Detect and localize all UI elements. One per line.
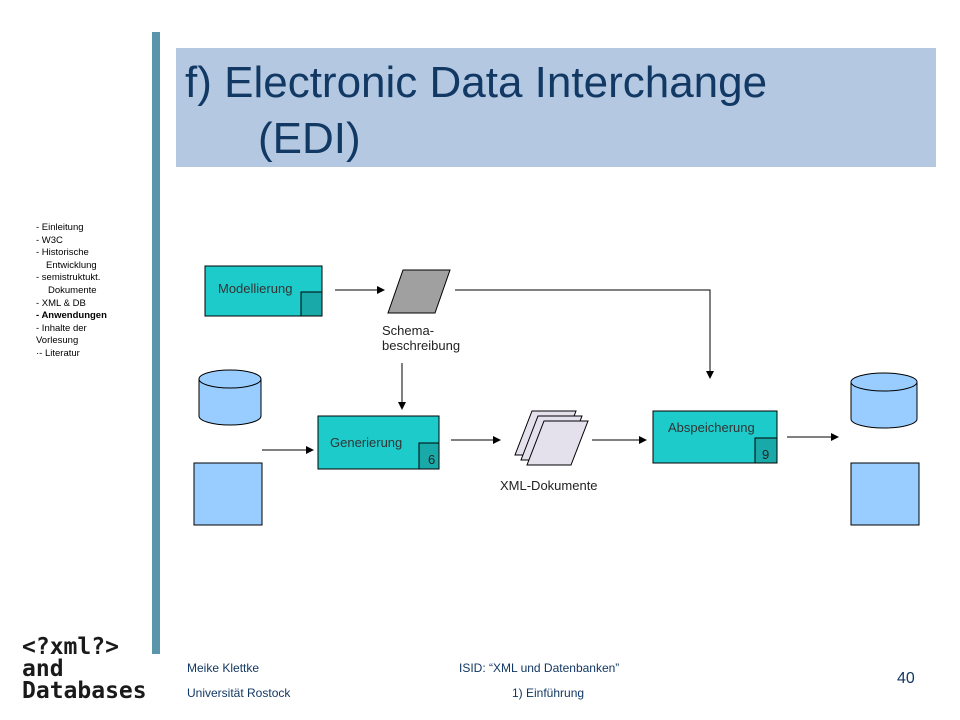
page-number: 40 [897, 670, 915, 687]
schema-label-line1: Schema- [382, 323, 434, 338]
slide-title-continued: (EDI) [258, 114, 361, 163]
generierung-box: Generierung 6 [317, 415, 440, 470]
outline-item: ·- Literatur [36, 347, 80, 359]
abspeicherung-label: Abspeicherung [668, 420, 755, 435]
source-database-icon [198, 369, 262, 426]
outline-item: - Anwendungen [36, 310, 107, 322]
outline-item: Dokumente [48, 284, 97, 296]
outline-item: - Historische [36, 247, 89, 259]
abspeicherung-box: Abspeicherung 9 [652, 410, 778, 464]
footer-chapter: 1) Einführung [512, 686, 585, 700]
source-document-icon [193, 462, 263, 526]
logo-line-and: and [22, 656, 64, 682]
arrow-schema-to-abspeicherung [455, 289, 714, 379]
schema-shape [387, 269, 451, 314]
footer-course: ISID: “XML und Datenbanken” [459, 661, 620, 675]
footer-university: Universität Rostock [187, 686, 291, 700]
logo-line-xml: <?xml?> [22, 634, 119, 660]
outline-item: - Inhalte der [36, 322, 87, 334]
outline-item: - Einleitung [36, 222, 84, 233]
abspeicherung-number: 9 [762, 447, 769, 462]
modellierung-label: Modellierung [218, 281, 292, 296]
outline-item: - XML & DB [36, 297, 86, 309]
xml-documents-icon [514, 410, 589, 466]
target-database-icon [850, 372, 918, 429]
outline-item: Vorlesung [36, 335, 79, 347]
xml-databases-logo: <?xml?> and Databases [22, 634, 147, 704]
xml-documents-label: XML-Dokumente [500, 478, 598, 493]
outline-item: Entwicklung [46, 259, 97, 271]
generierung-label: Generierung [330, 435, 402, 450]
schema-label-line2: beschreibung [382, 338, 460, 353]
generierung-number: 6 [428, 452, 435, 467]
logo-line-databases: Databases [22, 678, 147, 704]
outline-item: - W3C [36, 234, 63, 246]
sidebar-accent-bar [152, 32, 160, 654]
modellierung-box: Modellierung [204, 265, 323, 317]
outline-item: - semistruktukt. [36, 272, 101, 284]
footer-author: Meike Klettke [187, 661, 260, 675]
slide-title: f) Electronic Data Interchange [185, 58, 768, 107]
target-document-icon [850, 462, 920, 526]
title-banner [176, 48, 936, 167]
